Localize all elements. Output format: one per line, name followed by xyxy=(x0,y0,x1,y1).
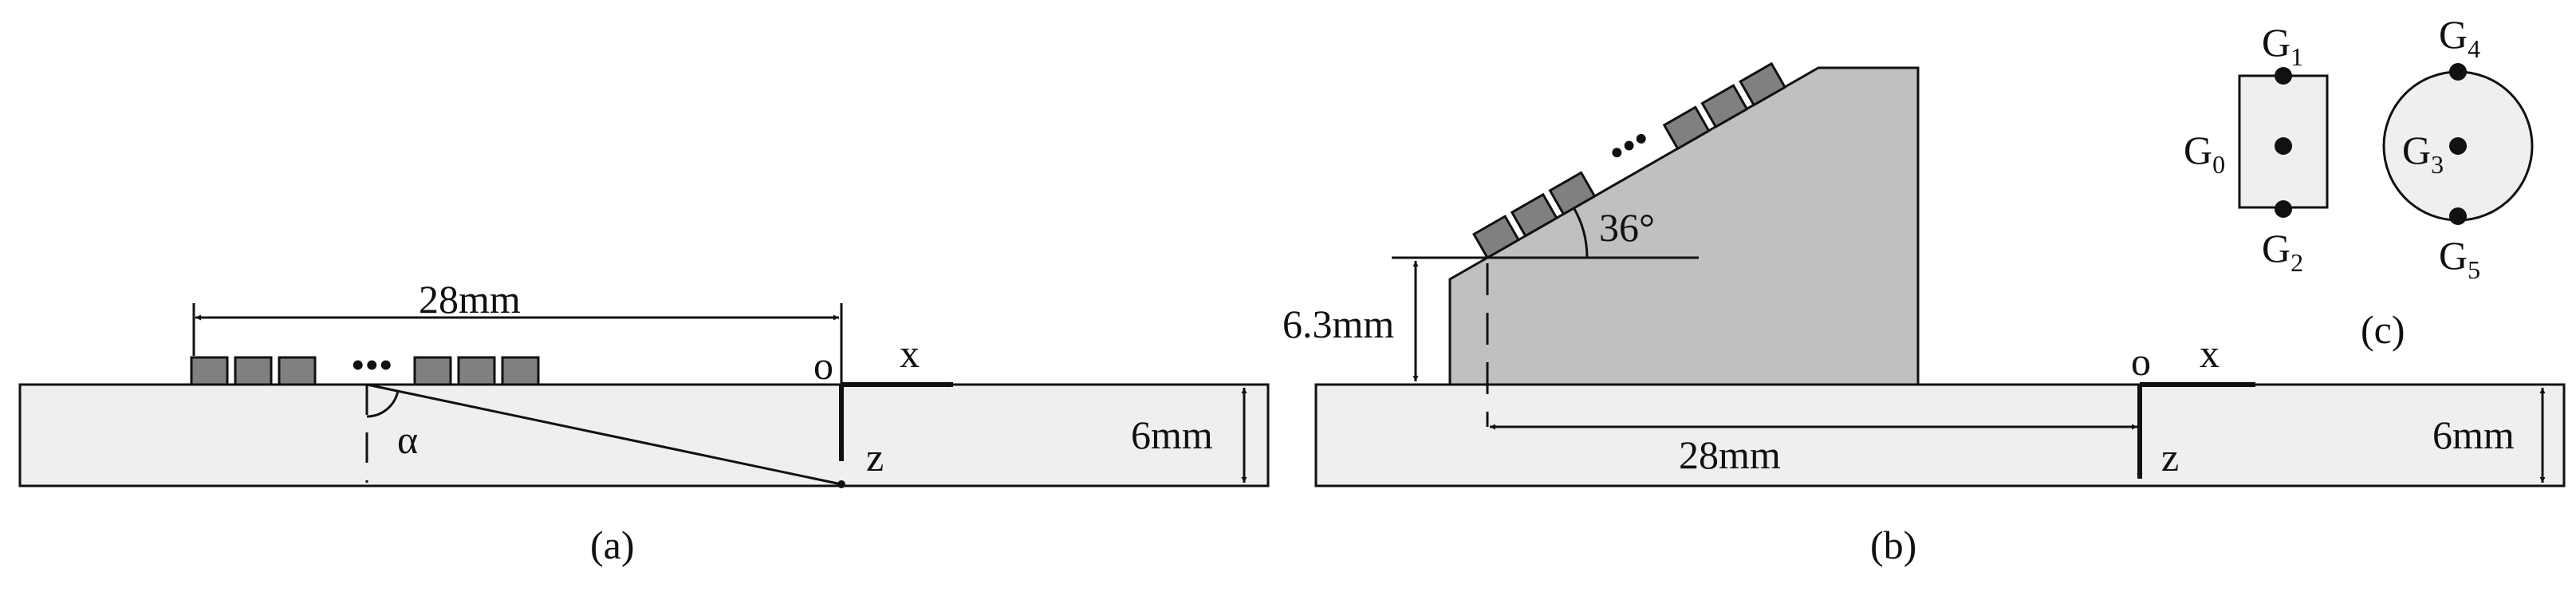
dimension-thickness-label-b: 6mm xyxy=(2432,412,2515,457)
label-g4: G4 xyxy=(2439,12,2480,63)
panel-a: ••• 28mm α o x z 6mm (a) xyxy=(18,277,1270,567)
array-element xyxy=(1700,84,1749,129)
origin-label-a: o xyxy=(813,343,833,388)
point-g5 xyxy=(2449,207,2467,225)
dimension-height-label-b: 6.3mm xyxy=(1282,302,1394,346)
dimension-thickness-label-a: 6mm xyxy=(1131,412,1213,457)
caption-c: (c) xyxy=(2361,307,2405,352)
label-g5: G5 xyxy=(2439,233,2480,284)
array-element xyxy=(1510,192,1558,238)
label-g3: G3 xyxy=(2402,128,2444,179)
panel-b: ••• 36° 6.3mm 28mm o x z 6mm (b) xyxy=(1282,61,2566,567)
caption-b: (b) xyxy=(1870,523,1916,567)
z-axis-label-b: z xyxy=(2161,435,2179,480)
array-element xyxy=(413,356,452,386)
focal-point-a xyxy=(837,480,845,488)
ray-line-a xyxy=(366,383,842,486)
wedge-b xyxy=(1448,66,1920,386)
point-g3 xyxy=(2449,137,2467,155)
origin-label-b: o xyxy=(2131,339,2151,384)
angle-arc-b xyxy=(1572,207,1589,259)
point-g4 xyxy=(2449,63,2467,81)
panel-c: G1 G0 G2 G4 G3 G5 (c) xyxy=(2184,12,2534,352)
label-g1: G1 xyxy=(2262,20,2303,71)
point-g0 xyxy=(2275,137,2292,155)
plate-a xyxy=(18,383,1270,487)
plate-b xyxy=(1314,383,2566,487)
label-g2: G2 xyxy=(2262,226,2303,277)
array-element xyxy=(457,356,496,386)
point-g2 xyxy=(2275,200,2292,218)
array-element xyxy=(190,356,229,386)
angle-label-b: 36° xyxy=(1599,205,1655,250)
x-axis-label-b: x xyxy=(2200,331,2220,376)
array-elements-a xyxy=(190,356,540,386)
array-element xyxy=(278,356,317,386)
caption-a: (a) xyxy=(590,523,635,567)
point-g1 xyxy=(2275,67,2292,85)
z-axis-label-a: z xyxy=(866,435,884,480)
label-g0: G0 xyxy=(2184,128,2225,179)
ellipsis-a: ••• xyxy=(351,342,393,387)
array-element xyxy=(501,356,540,386)
angle-label-a: α xyxy=(397,417,418,462)
array-element xyxy=(1662,105,1711,151)
array-elements-b xyxy=(1472,61,1787,260)
array-element xyxy=(234,356,273,386)
array-element xyxy=(1548,171,1597,216)
angle-arc-a xyxy=(366,390,400,418)
x-axis-label-a: x xyxy=(900,331,920,376)
dimension-length-label-a: 28mm xyxy=(419,277,521,322)
dimension-length-label-b: 28mm xyxy=(1679,432,1781,477)
array-element xyxy=(1472,215,1521,260)
array-element xyxy=(1739,61,1787,107)
